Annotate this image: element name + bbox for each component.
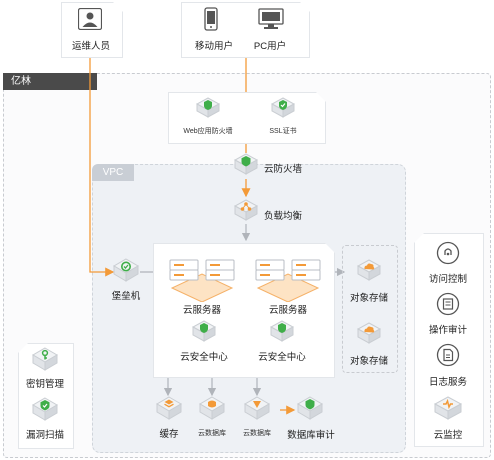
operation-audit-icon — [436, 292, 460, 316]
security-center-right-label: 云安全中心 — [258, 352, 306, 363]
db-audit-label: 数据库审计 — [287, 430, 335, 441]
mobile-user-label: 移动用户 — [194, 41, 233, 52]
edge-security-card — [168, 92, 326, 144]
log-service-label: 日志服务 — [428, 377, 467, 388]
security-center-left-label: 云安全中心 — [180, 352, 228, 363]
cloud-firewall-icon — [234, 153, 258, 175]
object-storage-label-2: 对象存储 — [349, 356, 388, 367]
cloud-database-label-1: 云数据库 — [198, 430, 226, 437]
vpc-label: VPC — [92, 164, 134, 181]
end-user-card — [181, 2, 310, 58]
cloud-monitor-icon — [434, 396, 462, 420]
object-storage-icon-1 — [357, 259, 381, 281]
mobile-phone-icon — [204, 7, 218, 31]
load-balancer-icon — [234, 199, 258, 221]
log-service-icon — [436, 343, 460, 367]
db-audit-icon — [297, 396, 323, 420]
object-storage-icon-2 — [357, 322, 381, 344]
cloud-database-icon-2 — [244, 396, 270, 420]
ssl-cert-icon — [271, 97, 295, 118]
cache-icon — [156, 396, 182, 420]
cloud-server-left-label: 云服务器 — [182, 305, 221, 316]
cloud-server-cluster-left — [169, 259, 235, 302]
cache-label: 缓存 — [159, 429, 179, 440]
cloud-firewall-label: 云防火墙 — [264, 164, 303, 175]
object-storage-label-1: 对象存储 — [349, 293, 388, 304]
operation-audit-label: 操作审计 — [428, 325, 467, 336]
cloud-database-label-2: 云数据库 — [243, 430, 271, 437]
desktop-pc-icon — [258, 8, 284, 29]
security-center-right-icon — [270, 320, 294, 342]
ops-user-label: 运维人员 — [71, 41, 110, 52]
kms-key-icon — [32, 347, 58, 371]
load-balancer-label: 负载均衡 — [264, 211, 303, 222]
pc-user-label: PC用户 — [253, 41, 287, 52]
person-icon — [78, 8, 102, 30]
vuln-scan-icon — [32, 397, 58, 421]
cloud-server-right-label: 云服务器 — [268, 305, 307, 316]
access-control-icon — [436, 241, 460, 265]
cloud-server-cluster-right — [255, 259, 321, 302]
waf-label: Web应用防火墙 — [183, 128, 233, 135]
access-control-label: 访问控制 — [428, 274, 467, 285]
cloud-monitor-label: 云监控 — [433, 430, 463, 441]
waf-icon — [196, 97, 220, 118]
region-label: 亿林 — [3, 73, 97, 90]
object-storage-group — [342, 245, 398, 373]
security-center-left-icon — [192, 320, 216, 342]
ssl-label: SSL证书 — [269, 128, 297, 135]
bastion-label: 堡垒机 — [111, 291, 141, 302]
bastion-host-icon — [113, 258, 139, 282]
kms-label: 密钥管理 — [25, 379, 64, 390]
cloud-database-icon-1 — [199, 396, 225, 420]
vuln-scan-label: 漏洞扫描 — [25, 430, 64, 441]
